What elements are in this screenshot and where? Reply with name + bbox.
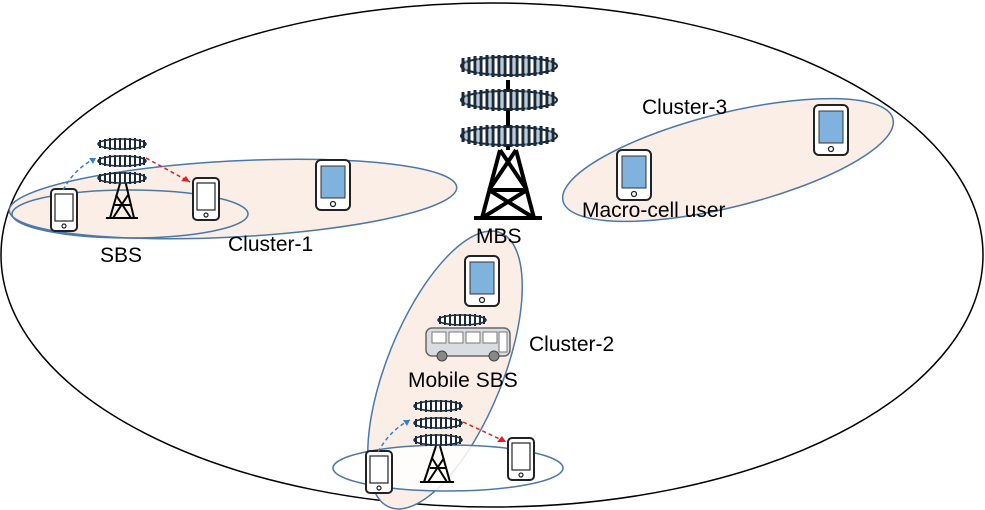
- mbs-tower-icon: [459, 53, 559, 220]
- cluster-1-label: Cluster-1: [228, 233, 313, 256]
- smartphone-icon-sbs2-user-right: [507, 437, 535, 481]
- sbs-tower-icon: [97, 137, 147, 219]
- link-blue-2: [377, 419, 411, 453]
- smartphone-icon-sbs-user-right: [192, 177, 220, 221]
- link-red-1: [145, 157, 191, 183]
- smartphone-icon-sbs2-user-left: [365, 450, 393, 494]
- cluster-3-label: Cluster-3: [642, 96, 727, 119]
- cluster-2-label: Cluster-2: [529, 333, 614, 356]
- link-red-2: [462, 421, 507, 443]
- link-blue-1: [62, 157, 97, 191]
- mobile-sbs-label: Mobile SBS: [408, 369, 518, 392]
- smartphone-icon-cluster1: [315, 159, 351, 211]
- smartphone-icon-cluster3: [813, 104, 849, 156]
- smartphone-icon-sbs-user-left: [50, 188, 78, 232]
- smartphone-icon-macro-user: [616, 149, 652, 201]
- sbs-coverage-1: [11, 189, 249, 239]
- sbs-label: SBS: [100, 244, 142, 267]
- smartphone-icon-cluster2: [464, 255, 500, 307]
- macro-cell-user-label: Macro-cell user: [582, 199, 726, 222]
- mbs-label: MBS: [476, 225, 522, 248]
- sbs-tower-icon-2: [413, 399, 463, 483]
- bus-icon: [425, 313, 511, 362]
